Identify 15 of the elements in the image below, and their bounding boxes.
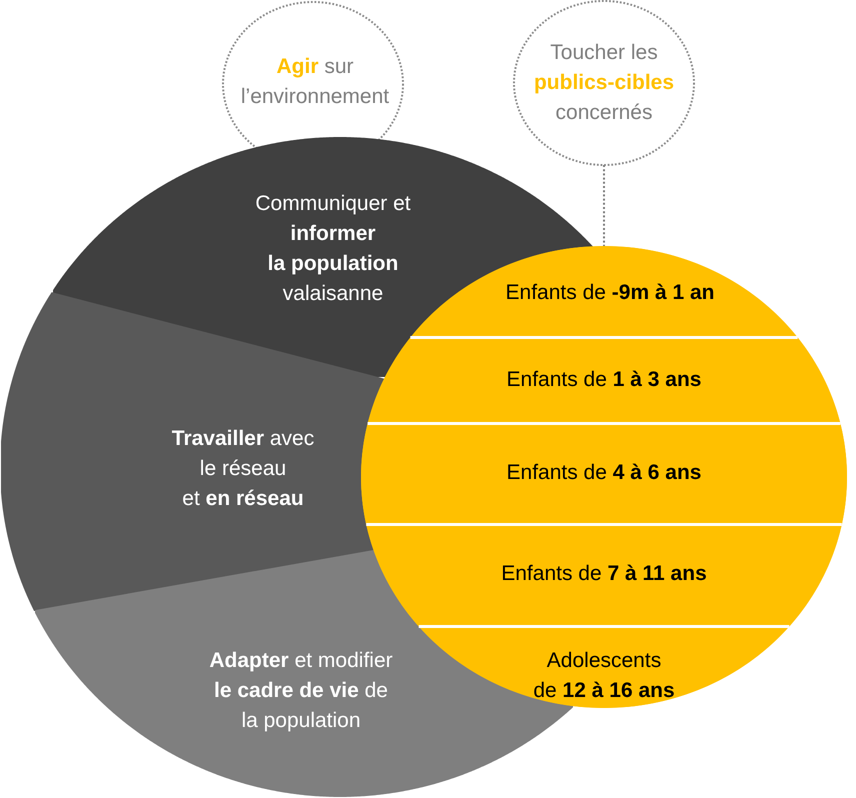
age-group-label: Adolescents de 12 à 16 ans <box>533 648 675 704</box>
circle-label: Agir sur l’environnement <box>240 54 390 110</box>
age-group-label: Enfants de 1 à 3 ans <box>506 367 702 393</box>
circle-band <box>367 336 841 422</box>
segment-label: Adapter et modifier le cadre de vie de la population <box>209 648 393 734</box>
dotted-connector <box>603 165 605 246</box>
circle-band <box>417 625 792 708</box>
circle-label: Toucher les publics-cibles concernés <box>534 40 674 126</box>
dotted-circle <box>512 0 696 167</box>
segment-label: Travailler avec le réseau et en réseau <box>172 426 314 512</box>
circle-band <box>365 523 843 625</box>
age-group-label: Enfants de 7 à 11 ans <box>501 561 707 587</box>
circle-band <box>361 422 848 523</box>
age-group-label: Enfants de 4 à 6 ans <box>506 460 702 486</box>
segment-label: Communiquer et informer la population valaisanne <box>255 191 411 307</box>
